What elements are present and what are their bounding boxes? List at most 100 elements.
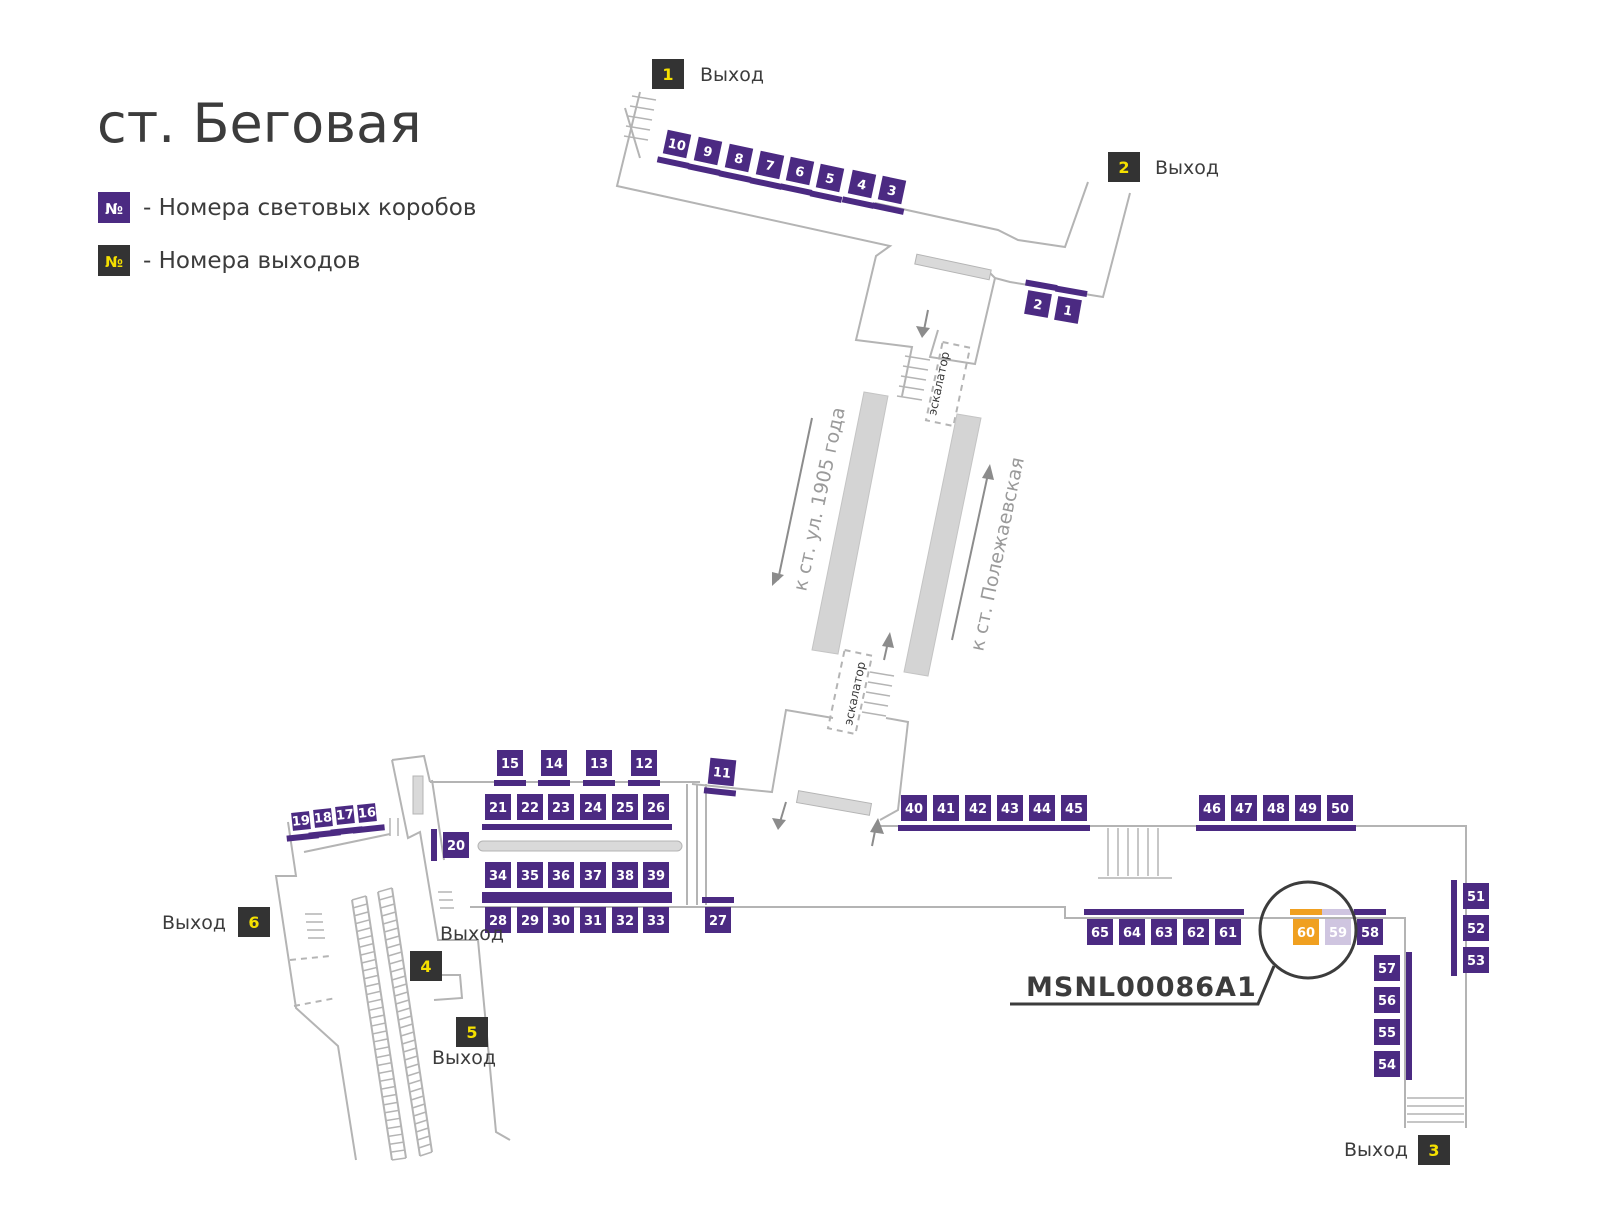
light-box-60-tile [1293, 919, 1319, 945]
light-box-27-bar [702, 897, 734, 903]
light-box-44-tile [1029, 795, 1055, 821]
light-box-20-bar [431, 829, 437, 861]
light-box-61-bar [1212, 909, 1244, 915]
light-box-26: 26 [640, 794, 672, 830]
light-box-41-bar [930, 825, 962, 831]
light-box-55-bar [1406, 1016, 1412, 1048]
callout-leader [1010, 965, 1276, 1006]
light-box-2-label: 2 [1032, 297, 1044, 313]
light-box-34-label: 34 [489, 869, 507, 884]
light-box-51: 51 [1451, 880, 1489, 912]
exit-1-number: 1 [662, 65, 673, 84]
light-box-13-bar [583, 780, 615, 786]
light-box-11-bar [703, 787, 737, 797]
light-box-46-tile [1199, 795, 1225, 821]
light-box-25-label: 25 [616, 801, 634, 816]
light-box-50: 50 [1324, 795, 1356, 831]
light-box-21-bar [482, 824, 514, 830]
light-box-5-label: 5 [824, 171, 836, 188]
light-box-27-tile [705, 907, 731, 933]
legend-box-text: - Номера световых коробов [143, 195, 476, 221]
light-box-22-tile [517, 794, 543, 820]
light-box-55-tile [1374, 1019, 1400, 1045]
light-box-38-label: 38 [616, 869, 634, 884]
light-box-56: 56 [1374, 984, 1412, 1016]
light-box-48: 48 [1260, 795, 1292, 831]
exit-4-label: Выход [440, 923, 504, 945]
light-box-47: 47 [1228, 795, 1260, 831]
light-box-1-tile [1054, 296, 1082, 324]
legend-box-symbol: № [105, 200, 123, 218]
light-box-37-label: 37 [584, 869, 602, 884]
light-box-47-bar [1228, 825, 1260, 831]
light-box-6-tile [785, 156, 815, 186]
light-box-22-bar [514, 824, 546, 830]
light-box-45-tile [1061, 795, 1087, 821]
light-box-19-tile [291, 811, 311, 831]
light-box-29-label: 29 [521, 914, 539, 929]
light-box-33-bar [640, 897, 672, 903]
light-box-38-tile [612, 862, 638, 888]
light-box-23: 23 [545, 794, 577, 830]
light-box-4: 4 [841, 169, 877, 209]
callout-circle [1258, 880, 1358, 980]
light-box-55-label: 55 [1378, 1026, 1396, 1041]
light-box-12: 12 [628, 750, 660, 786]
light-box-31-label: 31 [584, 914, 602, 929]
light-box-27: 27 [702, 897, 734, 933]
light-box-33: 33 [640, 897, 672, 933]
exit-3-badge [1418, 1135, 1450, 1165]
light-box-31-tile [580, 907, 606, 933]
light-box-46: 46 [1196, 795, 1228, 831]
light-box-54-bar [1406, 1048, 1412, 1080]
light-box-53-bar [1451, 944, 1457, 976]
light-box-62: 62 [1180, 909, 1212, 945]
light-box-44-label: 44 [1033, 802, 1051, 817]
callout: MSNL00086A1 [1010, 880, 1358, 1006]
light-box-7: 7 [749, 150, 785, 190]
light-box-13-label: 13 [590, 757, 608, 772]
exit-2-label: Выход [1155, 157, 1219, 179]
light-box-2-bar [1025, 279, 1058, 292]
light-box-4-label: 4 [856, 177, 868, 194]
light-box-43-tile [997, 795, 1023, 821]
light-box-14: 14 [538, 750, 570, 786]
light-box-65-label: 65 [1091, 926, 1109, 941]
direction-arrows [772, 309, 994, 847]
light-box-20-tile [443, 832, 469, 858]
light-box-51-bar [1451, 880, 1457, 912]
light-box-3-tile [877, 175, 907, 205]
exit-6-badge [238, 907, 270, 937]
exit-3-number: 3 [1428, 1141, 1439, 1160]
light-box-24-label: 24 [584, 801, 602, 816]
light-box-19-label: 19 [291, 813, 311, 830]
legend-exit-symbol: № [105, 253, 123, 271]
exit-4-badge [410, 951, 442, 981]
light-box-28: 28 [482, 897, 514, 933]
light-box-21-label: 21 [489, 801, 507, 816]
light-box-6-label: 6 [794, 164, 806, 181]
light-box-42-bar [962, 825, 994, 831]
light-box-35-bar [514, 892, 546, 898]
light-box-57-tile [1374, 955, 1400, 981]
light-box-60-bar [1290, 909, 1322, 915]
light-box-28-label: 28 [489, 914, 507, 929]
exit-5-badge [456, 1017, 488, 1047]
light-box-37-tile [580, 862, 606, 888]
light-box-26-tile [643, 794, 669, 820]
light-box-13-tile [586, 750, 612, 776]
light-box-40-tile [901, 795, 927, 821]
light-box-46-bar [1196, 825, 1228, 831]
light-box-24-tile [580, 794, 606, 820]
light-box-9-bar [687, 163, 721, 176]
light-box-17-label: 17 [335, 807, 355, 824]
light-box-56-tile [1374, 987, 1400, 1013]
light-box-25: 25 [609, 794, 641, 830]
light-box-62-bar [1180, 909, 1212, 915]
light-box-65-bar [1084, 909, 1116, 915]
light-box-25-tile [612, 794, 638, 820]
light-box-29-bar [514, 897, 546, 903]
light-box-39-bar [640, 892, 672, 898]
legend-exit-swatch [98, 245, 130, 276]
light-box-37: 37 [577, 862, 609, 898]
